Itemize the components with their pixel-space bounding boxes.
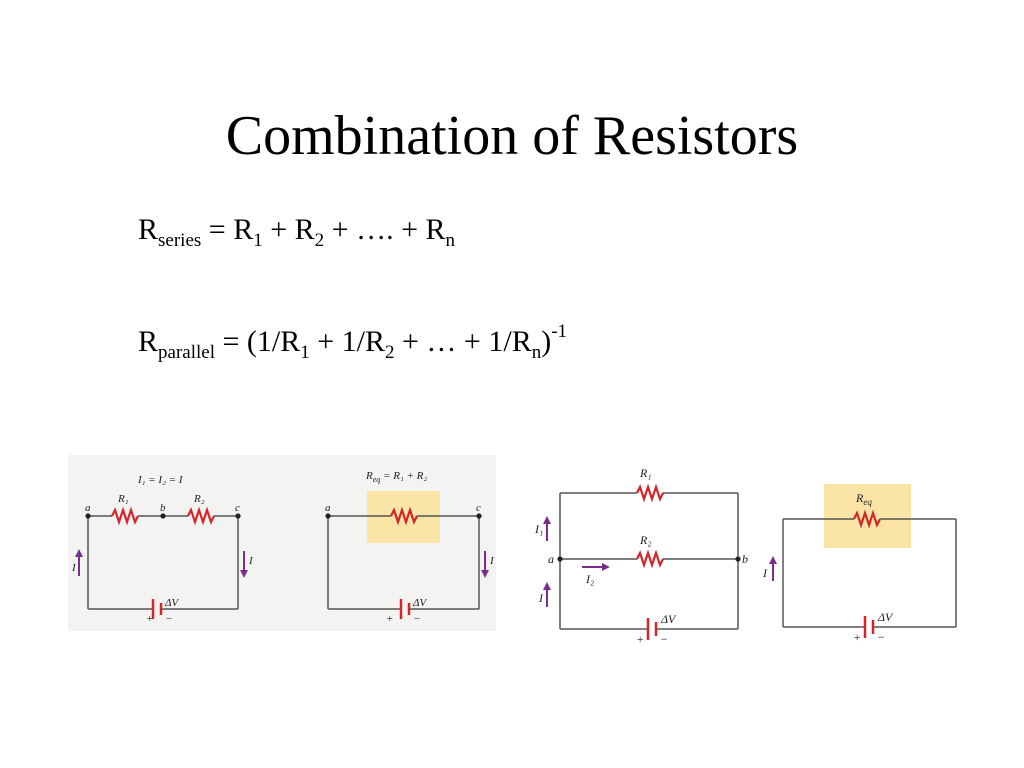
current-relation-label: I₁ = I₂ = I: [137, 474, 184, 486]
parallel-equiv-battery-plus-label: +: [853, 630, 861, 644]
equiv-node-a-label: a: [325, 502, 331, 514]
parallel-equivalent-circuit: Req I ΔV + −: [762, 484, 957, 644]
node-a-label: a: [85, 502, 91, 514]
series-equivalent-circuit: Req = R₁ + R₂ a c I ΔV + −: [325, 470, 495, 625]
parallel-node-a-dot: [557, 556, 563, 562]
equiv-node-c-label: c: [476, 502, 481, 514]
slide-title: Combination of Resistors: [225, 105, 799, 167]
parallel-r2-label: R₂: [639, 533, 652, 547]
parallel-equivalent-highlight: [824, 484, 911, 548]
series-equation: Rseries = R1 + R2 + …. + Rn: [138, 213, 456, 251]
parallel-node-a-label: a: [548, 552, 554, 566]
node-c-label: c: [235, 502, 240, 514]
r2-label: R₂: [193, 493, 205, 505]
equiv-battery-plus-label: +: [386, 613, 393, 625]
parallel-battery-minus-label: −: [660, 632, 668, 645]
resistor-r2: [187, 506, 215, 526]
resistor-r1: [111, 506, 139, 526]
parallel-equiv-battery-voltage-label: ΔV: [877, 610, 894, 624]
parallel-resistor-r1: [636, 483, 664, 503]
parallel-equivalent-resistor: [853, 509, 881, 529]
parallel-r1-label: R₁: [639, 466, 652, 480]
parallel-node-b-dot: [735, 556, 741, 562]
parallel-node-b-label: b: [742, 552, 748, 566]
parallel-equiv-battery-minus-label: −: [877, 630, 885, 644]
parallel-equation: Rparallel = (1/R1 + 1/R2 + … + 1/Rn)-1: [138, 321, 568, 363]
parallel-resistor-r2: [636, 549, 664, 569]
current-label-right: I: [248, 555, 254, 567]
i1-label: I₁: [534, 522, 543, 536]
equiv-battery-voltage-label: ΔV: [412, 597, 427, 609]
node-c-dot: [235, 513, 241, 519]
parallel-battery-plus-label: +: [636, 632, 644, 645]
battery-voltage-label: ΔV: [164, 597, 179, 609]
equiv-current-label: I: [489, 555, 495, 567]
node-b-label: b: [160, 502, 166, 514]
equiv-battery-minus-label: −: [413, 613, 420, 625]
series-circuit-figure: I₁ = I₂ = I a b c R₁ R₂ I I: [68, 455, 496, 631]
parallel-battery-voltage-label: ΔV: [660, 612, 677, 626]
parallel-equivalent-label: Req: [855, 491, 872, 507]
i2-label: I₂: [585, 572, 594, 586]
parallel-circuit-figure: R₁ R₂ a b I₁: [530, 455, 980, 646]
equivalent-resistor: [390, 506, 418, 526]
parallel-circuit: R₁ R₂ a b I₁: [534, 466, 748, 646]
total-current-label: I: [538, 591, 544, 605]
battery-minus-label: −: [165, 613, 172, 625]
parallel-equiv-current-label: I: [762, 566, 768, 580]
node-b-dot: [160, 513, 166, 519]
series-circuit: I₁ = I₂ = I a b c R₁ R₂ I I: [71, 474, 254, 625]
battery-plus-label: +: [146, 613, 153, 625]
equivalent-formula-label: Req = R₁ + R₂: [365, 470, 427, 484]
r1-label: R₁: [117, 493, 129, 505]
current-label-left: I: [71, 562, 77, 574]
node-a-dot: [85, 513, 91, 519]
